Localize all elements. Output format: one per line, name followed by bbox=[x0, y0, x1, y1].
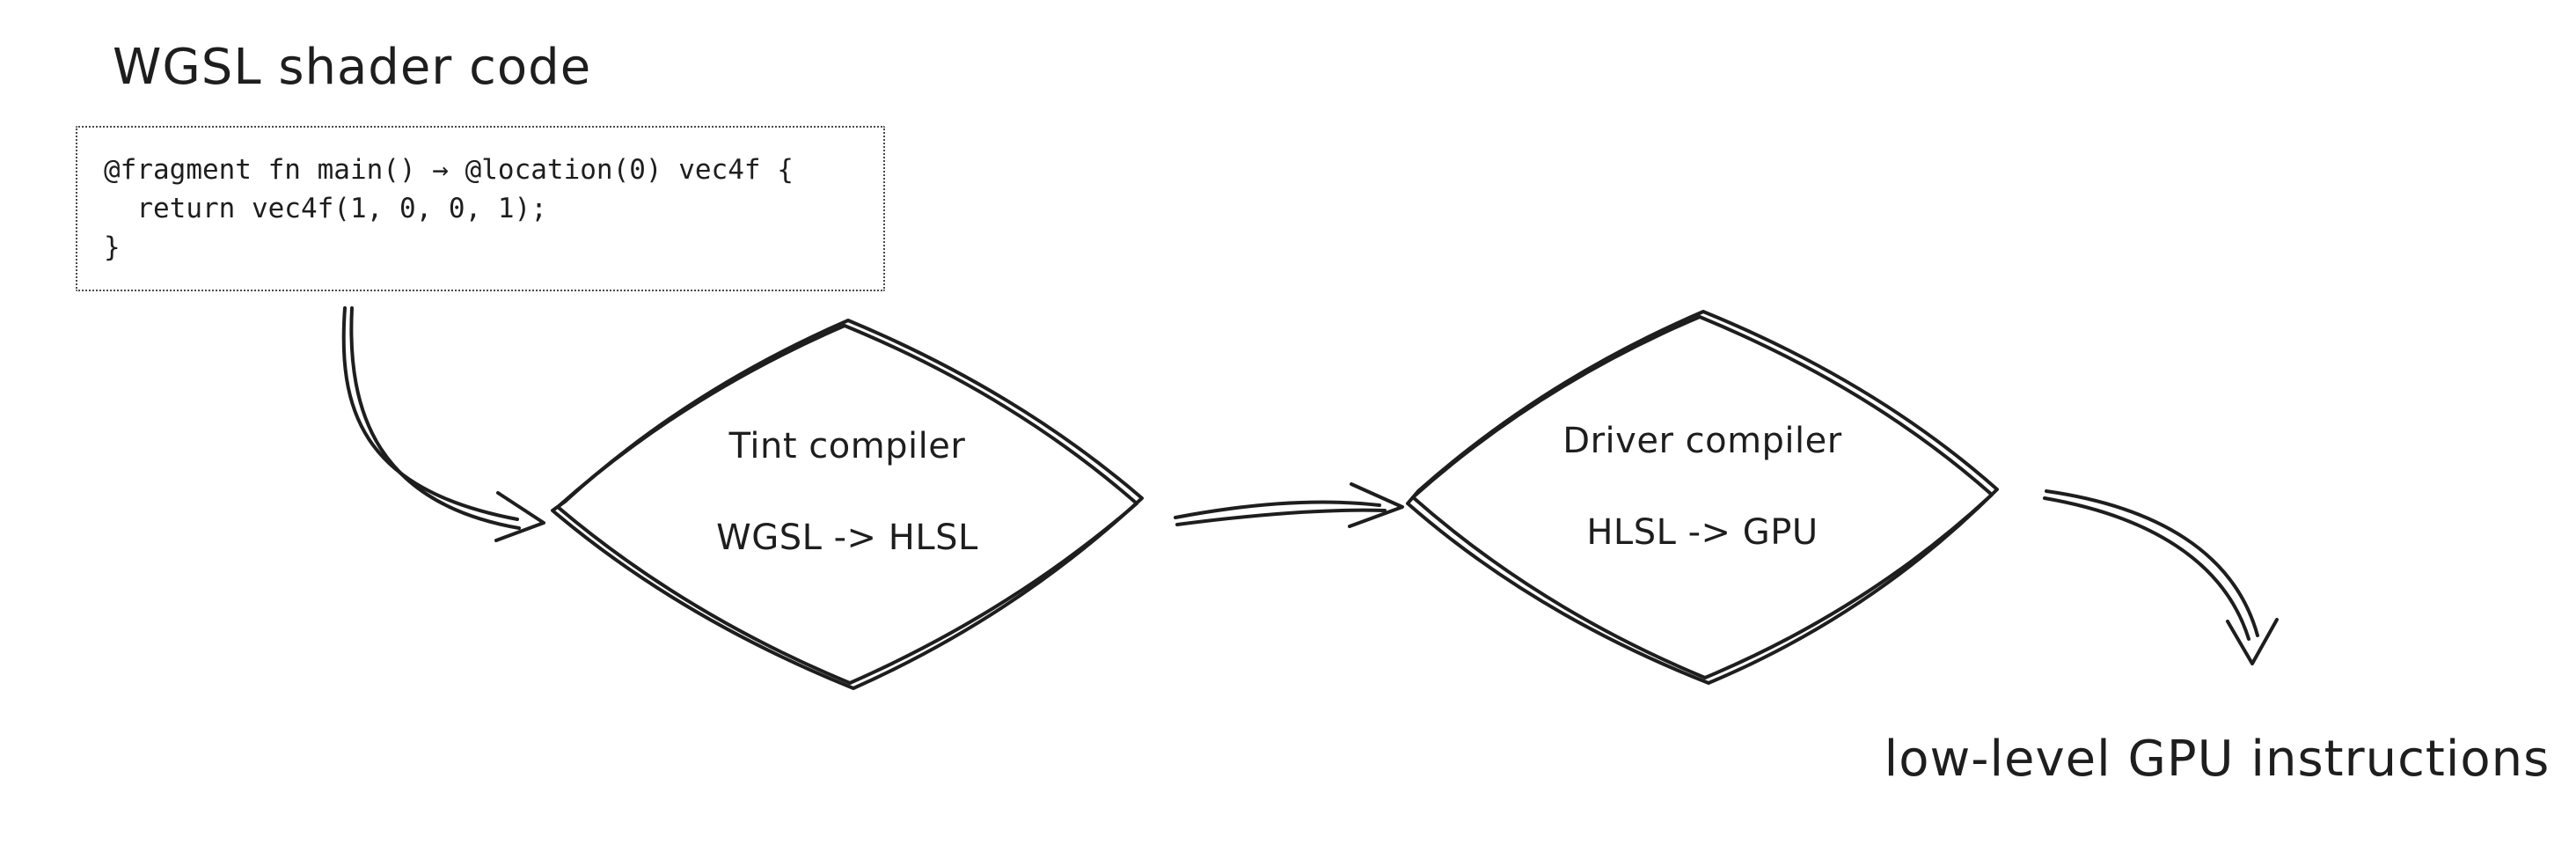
code-line: } bbox=[104, 231, 121, 263]
tint-diamond-shape bbox=[551, 319, 1144, 690]
driver-node-label-title: Driver compiler bbox=[1562, 421, 1842, 461]
arrow-box-to-tint bbox=[341, 306, 545, 542]
code-line: return vec4f(1, 0, 0, 1); bbox=[104, 193, 547, 224]
tint-node-label-title: Tint compiler bbox=[728, 426, 966, 466]
code-line: @fragment fn main() → @location(0) vec4f… bbox=[104, 154, 794, 186]
arrow-tint-to-driver bbox=[1174, 482, 1404, 528]
code-box: @fragment fn main() → @location(0) vec4f… bbox=[76, 126, 885, 291]
tint-node-label-transform: WGSL -> HLSL bbox=[716, 518, 978, 558]
driver-node-label-transform: HLSL -> GPU bbox=[1586, 512, 1819, 553]
output-label: low-level GPU instructions bbox=[1884, 731, 2550, 788]
diagram-title: WGSL shader code bbox=[113, 39, 592, 96]
driver-diamond-shape bbox=[1406, 310, 1999, 685]
arrow-driver-to-output bbox=[2043, 489, 2279, 665]
